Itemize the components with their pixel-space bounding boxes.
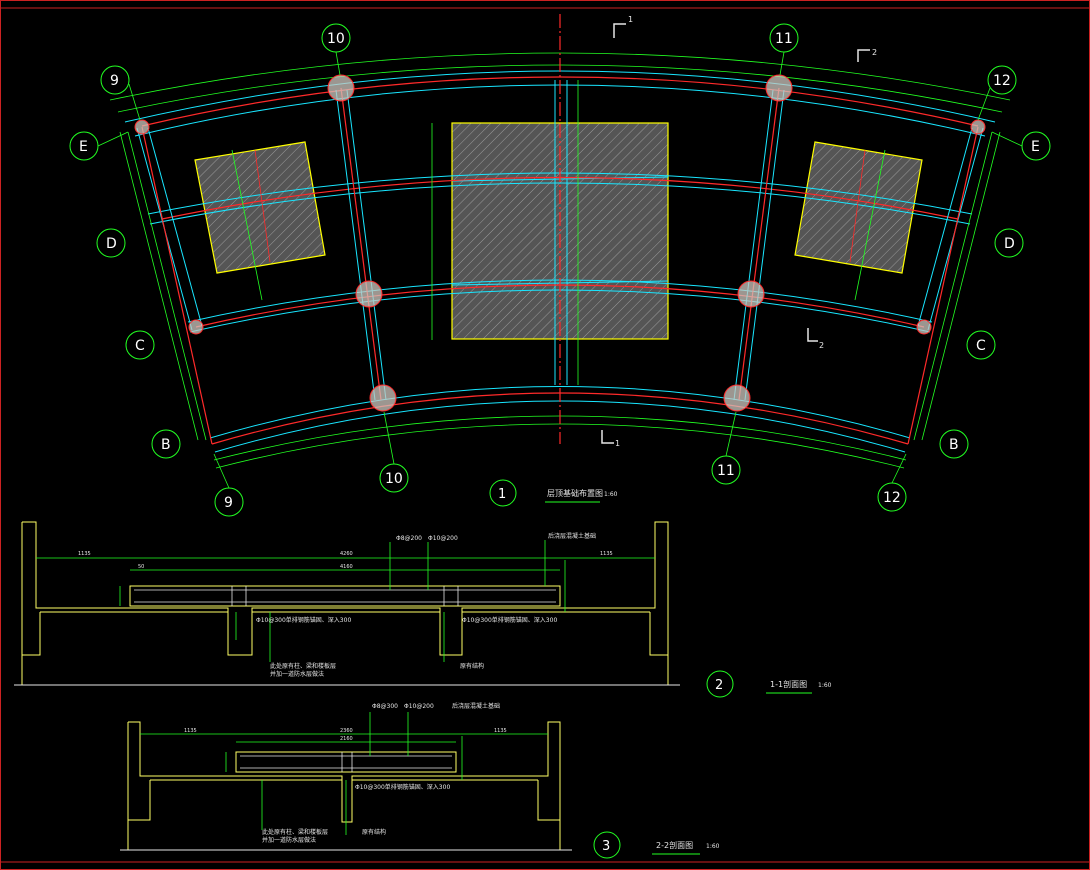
svg-text:50: 50 — [138, 564, 144, 570]
section-mark-1-top: 1 — [613, 15, 633, 38]
right-foundation-pad — [794, 141, 923, 274]
columns — [134, 74, 986, 412]
section-2-2-dimensions — [140, 712, 548, 835]
svg-text:E: E — [79, 139, 88, 155]
section-1-1-rebar — [134, 586, 556, 606]
svg-text:9: 9 — [224, 495, 233, 511]
axis-bubble-D-right: D — [994, 228, 1024, 258]
section-1-1-notes: Φ8@200 Φ10@200 后浇层混凝土基础 Φ10@300单排钢筋锚固、深入… — [256, 532, 596, 678]
section-1-1-dimensions — [36, 540, 655, 662]
svg-text:1135: 1135 — [184, 728, 197, 734]
svg-text:2: 2 — [819, 341, 824, 350]
svg-text:3: 3 — [602, 839, 610, 854]
svg-text:4260: 4260 — [340, 551, 353, 557]
svg-text:层顶基础布置图: 层顶基础布置图 — [547, 488, 603, 498]
svg-text:Φ10@200: Φ10@200 — [404, 703, 434, 710]
axis-bubble-12-top: 12 — [987, 65, 1017, 95]
svg-text:2: 2 — [715, 678, 723, 693]
svg-text:原有结构: 原有结构 — [460, 662, 484, 670]
svg-text:D: D — [1004, 236, 1015, 252]
axis-bubble-D-left: D — [96, 228, 126, 258]
svg-text:2: 2 — [872, 48, 877, 57]
svg-text:C: C — [135, 338, 145, 354]
svg-text:1: 1 — [498, 487, 506, 502]
plan-title: 1 层顶基础布置图 1:60 — [489, 479, 618, 507]
svg-text:11: 11 — [775, 31, 793, 47]
svg-text:Φ8@300: Φ8@300 — [372, 703, 398, 710]
svg-text:2-2剖面图: 2-2剖面图 — [656, 840, 693, 850]
section-2-2-notes: Φ8@300 Φ10@200 后浇层混凝土基础 Φ10@300单排钢筋锚固、深入… — [262, 702, 500, 844]
svg-text:原有结构: 原有结构 — [362, 828, 386, 836]
section-mark-2-bottom: 2 — [807, 328, 824, 350]
svg-text:并加一道防水层做法: 并加一道防水层做法 — [262, 836, 316, 844]
section-mark-2-top: 2 — [857, 48, 877, 62]
svg-text:C: C — [976, 338, 986, 354]
axis-bubble-C-left: C — [125, 330, 155, 360]
axis-bubble-B-left: B — [151, 429, 181, 459]
svg-text:1: 1 — [628, 15, 633, 24]
svg-text:2160: 2160 — [340, 736, 353, 742]
svg-text:此处原有柱、梁和楼板层: 此处原有柱、梁和楼板层 — [262, 828, 328, 836]
svg-text:Φ10@200: Φ10@200 — [428, 535, 458, 542]
section-2-2-dim-labels: 1135 2360 1135 2160 — [184, 728, 507, 742]
svg-text:Φ10@300单排钢筋锚固、深入300: Φ10@300单排钢筋锚固、深入300 — [355, 783, 450, 791]
svg-text:10: 10 — [327, 31, 345, 47]
svg-text:并加一道防水层做法: 并加一道防水层做法 — [270, 670, 324, 678]
svg-text:1135: 1135 — [600, 551, 613, 557]
svg-text:11: 11 — [717, 463, 735, 479]
svg-text:12: 12 — [883, 490, 901, 506]
svg-text:此处原有柱、梁和楼板层: 此处原有柱、梁和楼板层 — [270, 662, 336, 670]
svg-text:1:60: 1:60 — [604, 491, 618, 498]
svg-text:10: 10 — [385, 471, 403, 487]
section-mark-1-bottom: 1 — [601, 430, 620, 448]
svg-text:1135: 1135 — [494, 728, 507, 734]
section-1-1-dim-labels: 1135 4260 1135 4160 50 — [78, 551, 613, 570]
side-dimension-lines — [119, 80, 1001, 441]
section-2-2-structure — [127, 721, 561, 850]
section-1-1-title: 2 1-1剖面图 1:60 — [706, 670, 832, 698]
section-1-1: 1135 4260 1135 4160 50 Φ8@200 Φ10@200 后浇… — [14, 521, 832, 698]
left-foundation-pad — [194, 141, 326, 274]
pad-center-lines — [254, 149, 866, 263]
section-2-2-rebar — [240, 752, 452, 772]
svg-text:B: B — [949, 437, 959, 453]
svg-text:Φ8@200: Φ8@200 — [396, 535, 422, 542]
svg-text:9: 9 — [110, 73, 119, 89]
svg-text:1:60: 1:60 — [706, 843, 720, 850]
axis-bubble-B-right: B — [939, 429, 969, 459]
svg-text:后浇层混凝土基础: 后浇层混凝土基础 — [452, 702, 500, 710]
svg-text:4160: 4160 — [340, 564, 353, 570]
svg-text:Φ10@300单排钢筋锚固、深入300: Φ10@300单排钢筋锚固、深入300 — [462, 616, 557, 624]
svg-text:1: 1 — [615, 439, 620, 448]
svg-text:Φ10@300单排钢筋锚固、深入300: Φ10@300单排钢筋锚固、深入300 — [256, 616, 351, 624]
section-2-2: 1135 2360 1135 2160 Φ8@300 Φ10@200 后浇层混凝… — [120, 702, 720, 859]
svg-text:1135: 1135 — [78, 551, 91, 557]
radial-grid-lines — [141, 14, 979, 445]
section-2-2-title: 3 2-2剖面图 1:60 — [593, 831, 720, 859]
svg-text:12: 12 — [993, 73, 1011, 89]
svg-text:E: E — [1031, 139, 1040, 155]
section-1-1-structure — [21, 521, 669, 685]
svg-text:2360: 2360 — [340, 728, 353, 734]
svg-text:1:60: 1:60 — [818, 682, 832, 689]
foundation-plan: 1 1 2 2 9 10 11 12 — [69, 14, 1051, 517]
axis-bubble-C-right: C — [966, 330, 996, 360]
svg-text:后浇层混凝土基础: 后浇层混凝土基础 — [548, 532, 596, 540]
svg-text:D: D — [106, 236, 117, 252]
svg-text:1-1剖面图: 1-1剖面图 — [770, 679, 807, 689]
axis-leaders — [97, 51, 1023, 489]
svg-text:B: B — [161, 437, 171, 453]
axis-bubble-9-top: 9 — [100, 65, 130, 95]
